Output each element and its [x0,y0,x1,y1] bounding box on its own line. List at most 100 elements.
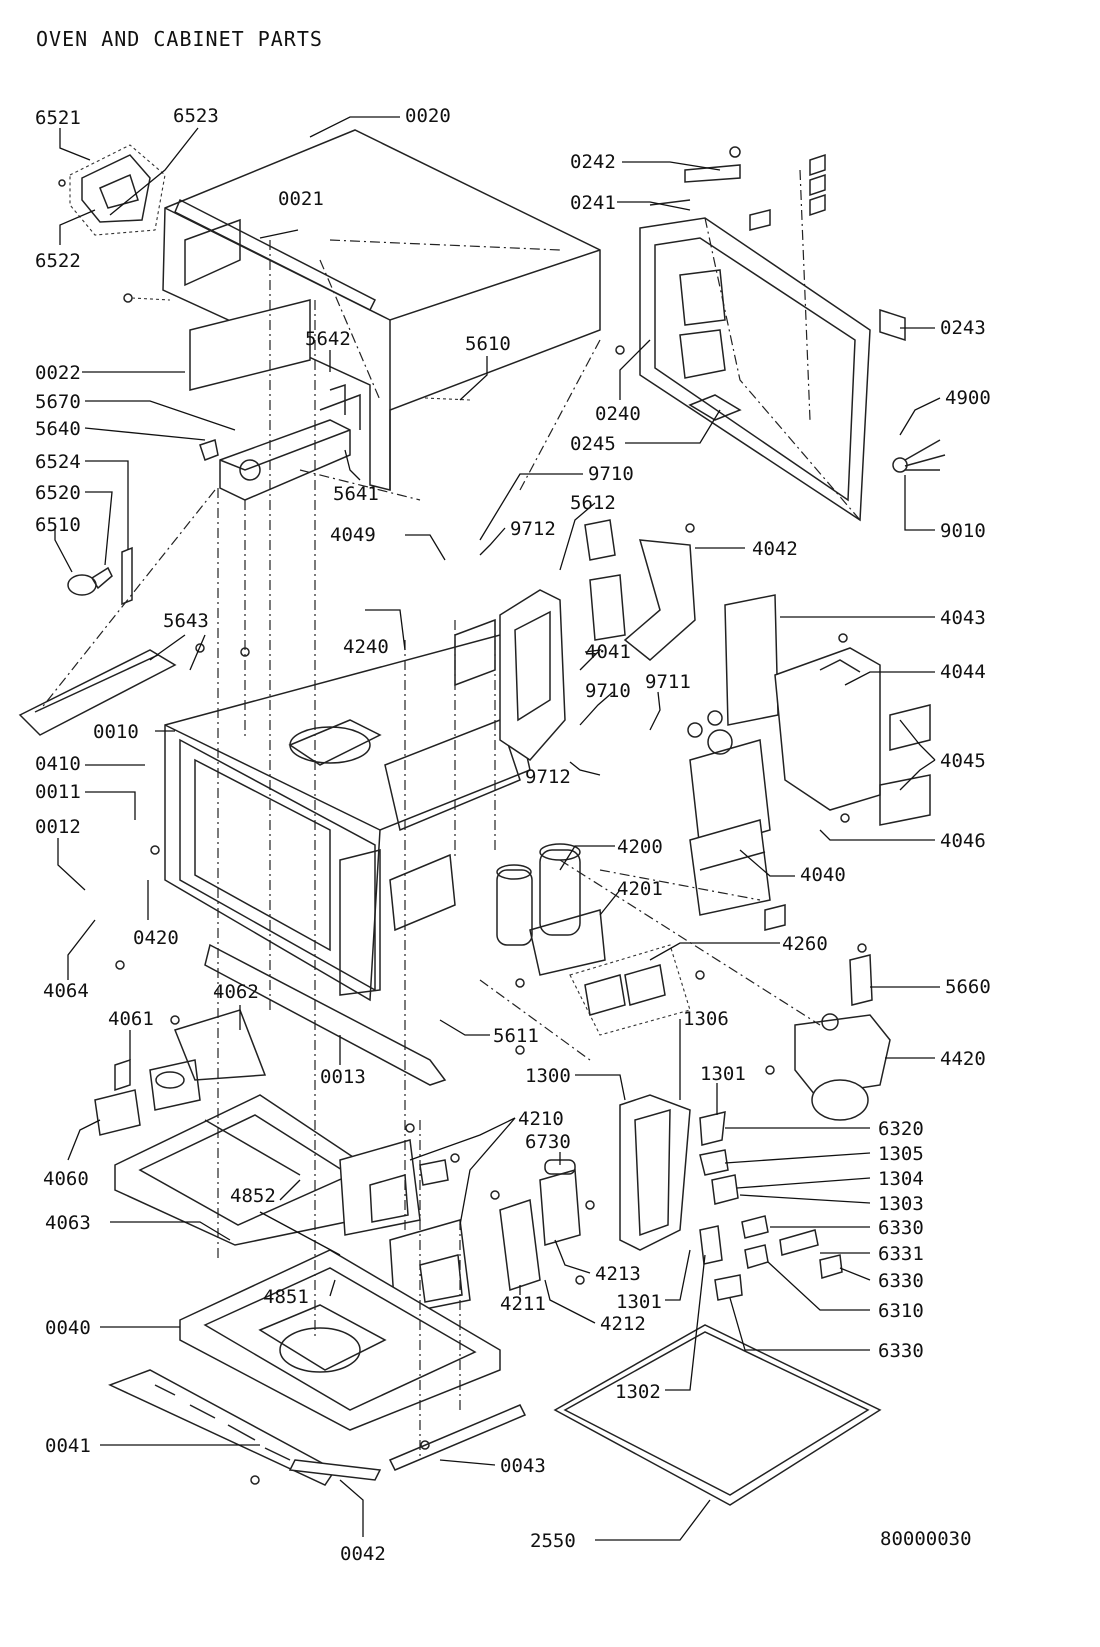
callout-4043: 4043 [940,607,986,629]
callout-4200: 4200 [617,836,663,858]
oven-lamp [67,546,133,606]
magnetron [687,710,786,931]
callout-5610: 5610 [465,333,511,355]
glass-tray [553,1324,882,1506]
callout-5612: 5612 [570,492,616,514]
callout-5640: 5640 [35,418,81,440]
back-panel [639,153,946,522]
callout-1304: 1304 [878,1168,924,1190]
callout-0022: 0022 [35,362,81,384]
callout-0040: 0040 [45,1317,91,1339]
callout-4044: 4044 [940,661,986,683]
callout-0042: 0042 [340,1543,386,1565]
callout-6330-a: 6330 [878,1217,924,1239]
assembly-lines [39,240,821,1460]
callout-0043: 0043 [500,1455,546,1477]
callout-6524: 6524 [35,451,81,473]
callout-4046: 4046 [940,830,986,852]
callout-0245: 0245 [570,433,616,455]
callout-0021: 0021 [278,188,324,210]
callout-5642: 5642 [305,328,351,350]
callout-4049: 4049 [330,524,376,546]
callout-4042: 4042 [752,538,798,560]
switch-holder [619,1094,843,1301]
page-title: OVEN AND CABINET PARTS [36,27,323,51]
callout-4900: 4900 [945,387,991,409]
callout-labels: 6521 6523 0020 0021 6522 0242 0241 0243 … [35,105,991,1565]
callout-0240: 0240 [595,403,641,425]
callout-6521: 6521 [35,107,81,129]
front-trim [204,943,447,1086]
callout-6330-c: 6330 [878,1340,924,1362]
callout-0242: 0242 [570,151,616,173]
callout-2550: 2550 [530,1530,576,1552]
waveguide [454,589,566,761]
sensor-bracket [849,954,873,1006]
callout-0020: 0020 [405,105,451,127]
oven-cavity [164,634,531,1002]
callout-4213: 4213 [595,1263,641,1285]
callout-5643: 5643 [163,610,209,632]
lamp-bracket [199,383,361,501]
drawing-number: 80000030 [880,1528,972,1550]
callout-4062: 4062 [213,981,259,1003]
callout-0012: 0012 [35,816,81,838]
callout-4212: 4212 [600,1313,646,1335]
callout-0041: 0041 [45,1435,91,1457]
base-fan-assembly [94,1009,267,1136]
callout-1301-top: 1301 [700,1063,746,1085]
cabinet-wrap [123,129,625,491]
callout-6331: 6331 [878,1243,924,1265]
callout-9710-mid: 9710 [585,680,631,702]
callout-4041: 4041 [585,641,631,663]
callout-4061: 4061 [108,1008,154,1030]
callout-5611: 5611 [493,1025,539,1047]
air-duct [724,594,931,826]
callout-5670: 5670 [35,391,81,413]
callout-4045: 4045 [940,750,986,772]
hv-transformers [339,1139,471,1316]
callout-0011: 0011 [35,781,81,803]
callout-4240: 4240 [343,636,389,658]
callout-1301-bottom: 1301 [616,1291,662,1313]
callout-0410: 0410 [35,753,81,775]
callout-9712-top: 9712 [510,518,556,540]
callout-9711: 9711 [645,671,691,693]
callout-4851: 4851 [263,1286,309,1308]
callout-0243: 0243 [940,317,986,339]
callout-1300: 1300 [525,1065,571,1087]
callout-9712-mid: 9712 [525,766,571,788]
control-bracket [499,1159,581,1292]
callout-9010: 9010 [940,520,986,542]
callout-6320: 6320 [878,1118,924,1140]
callout-1305: 1305 [878,1143,924,1165]
callout-4201: 4201 [617,878,663,900]
callout-6510: 6510 [35,514,81,536]
callout-6330-b: 6330 [878,1270,924,1292]
callout-5641: 5641 [333,483,379,505]
callout-0241: 0241 [570,192,616,214]
callout-5660: 5660 [945,976,991,998]
callout-4040: 4040 [800,864,846,886]
control-strip [108,1369,527,1486]
callout-0013: 0013 [320,1066,366,1088]
screws [115,146,867,1485]
shield-strip [18,649,177,736]
leader-lines [54,116,941,1541]
callout-4060: 4060 [43,1168,89,1190]
diode-block [569,944,691,1036]
callout-4211: 4211 [500,1293,546,1315]
callout-6522: 6522 [35,250,81,272]
callout-9710-top: 9710 [588,463,634,485]
callout-4210: 4210 [518,1108,564,1130]
mount-brackets [584,519,696,661]
callout-4260: 4260 [782,933,828,955]
callout-0420: 0420 [133,927,179,949]
hv-capacitors [496,843,606,976]
callout-4852: 4852 [230,1185,276,1207]
callout-6310: 6310 [878,1300,924,1322]
callout-6523: 6523 [173,105,219,127]
fan-motor [794,1013,891,1121]
callout-4063: 4063 [45,1212,91,1234]
